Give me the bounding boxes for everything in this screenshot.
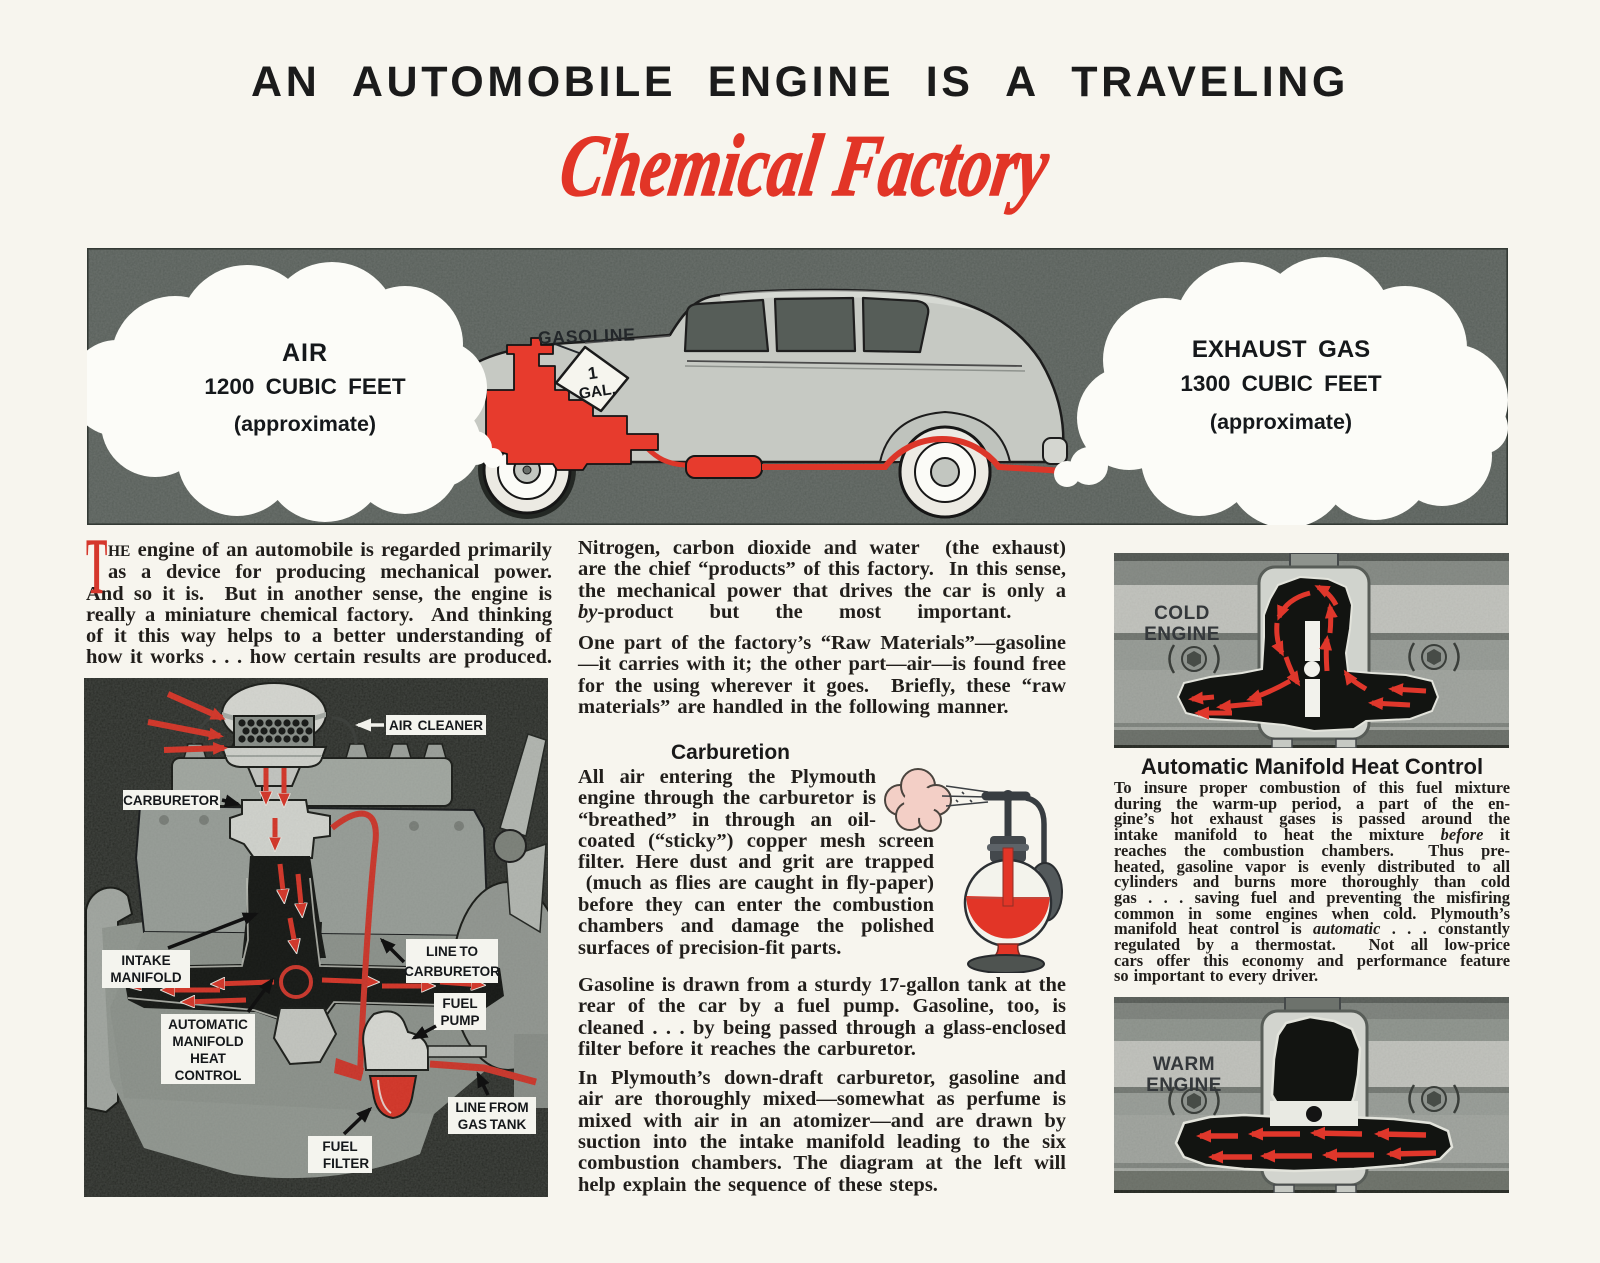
svg-text:CARBURETOR: CARBURETOR	[123, 793, 219, 808]
svg-text:ENGINE: ENGINE	[1144, 624, 1220, 645]
svg-text:LINE FROM: LINE FROM	[455, 1100, 528, 1115]
svg-text:FILTER: FILTER	[323, 1156, 369, 1171]
svg-text:LINE TO: LINE TO	[426, 944, 478, 959]
svg-text:GASOLINE: GASOLINE	[538, 324, 636, 347]
svg-text:FUEL: FUEL	[442, 996, 477, 1011]
svg-text:INTAKE: INTAKE	[121, 953, 170, 968]
svg-text:AIR: AIR	[282, 339, 328, 367]
svg-text:1: 1	[587, 363, 599, 383]
svg-text:FUEL: FUEL	[322, 1139, 357, 1154]
svg-text:1200 CUBIC FEET: 1200 CUBIC FEET	[204, 374, 406, 399]
svg-text:GAS TANK: GAS TANK	[458, 1117, 527, 1132]
svg-text:WARM: WARM	[1153, 1054, 1215, 1075]
svg-text:(approximate): (approximate)	[1210, 410, 1352, 434]
svg-text:MANIFOLD: MANIFOLD	[110, 970, 181, 985]
svg-text:GAL.: GAL.	[578, 381, 617, 403]
svg-text:AUTOMATIC: AUTOMATIC	[168, 1017, 248, 1032]
svg-text:EXHAUST GAS: EXHAUST GAS	[1192, 336, 1370, 363]
svg-text:PUMP: PUMP	[440, 1013, 479, 1028]
svg-text:HEAT: HEAT	[190, 1051, 227, 1066]
svg-text:MANIFOLD: MANIFOLD	[172, 1034, 243, 1049]
svg-text:1300 CUBIC FEET: 1300 CUBIC FEET	[1180, 371, 1382, 396]
svg-text:COLD: COLD	[1154, 603, 1210, 624]
svg-text:(approximate): (approximate)	[234, 412, 376, 436]
svg-text:Chemical Factory: Chemical Factory	[554, 117, 1056, 214]
svg-text:CONTROL: CONTROL	[175, 1068, 242, 1083]
svg-text:ENGINE: ENGINE	[1146, 1075, 1222, 1096]
svg-text:AIR CLEANER: AIR CLEANER	[389, 718, 483, 733]
svg-text:CARBURETOR: CARBURETOR	[404, 964, 500, 979]
